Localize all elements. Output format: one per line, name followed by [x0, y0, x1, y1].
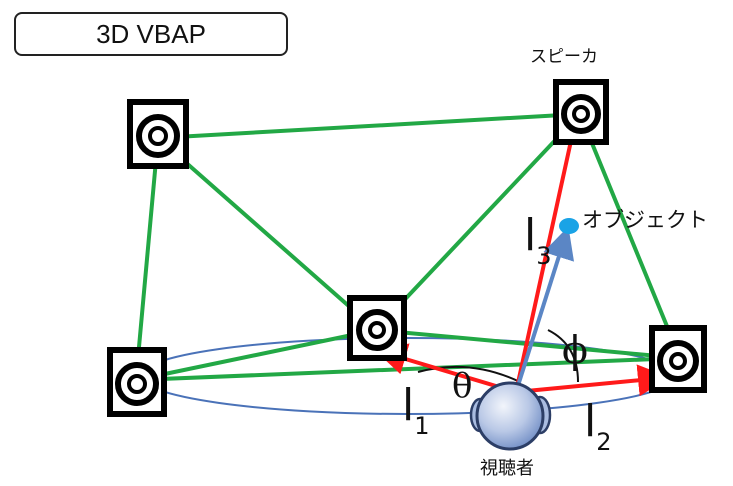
theta-arc [417, 365, 521, 383]
speaker-icon [649, 325, 707, 393]
phi-label: ϕ [562, 328, 588, 372]
mesh-edge [156, 136, 378, 332]
listener-label: 視聴者 [480, 458, 534, 479]
speaker-mesh [134, 112, 682, 382]
l3-letter: l [524, 210, 537, 261]
l2-vector [515, 364, 670, 397]
object-vector [514, 226, 575, 393]
l1-letter: l [402, 380, 415, 431]
mesh-edge [156, 112, 582, 140]
l1-label: l1 [402, 384, 430, 441]
l2-subscript: 2 [596, 428, 612, 456]
mesh-edge [134, 328, 378, 382]
theta-label: θ [452, 366, 473, 406]
object-dot-icon [559, 218, 579, 234]
l3-subscript: 3 [536, 242, 552, 270]
mesh-edge [374, 112, 582, 332]
l2-letter: l [584, 396, 597, 447]
speaker-icon [127, 99, 189, 169]
speaker-icon [347, 295, 407, 361]
l2-label: l2 [584, 400, 612, 457]
object-label: オブジェクト [582, 208, 708, 232]
l1-subscript: 1 [414, 412, 430, 440]
title-text: 3D VBAP [96, 18, 206, 49]
mesh-edge [578, 112, 682, 360]
speaker-label: スピーカ [530, 47, 598, 67]
listener-head-icon [469, 381, 552, 451]
l3-label: l3 [524, 214, 552, 271]
speaker-icon [553, 79, 609, 145]
speaker-icon [107, 347, 167, 417]
mesh-edge [134, 136, 160, 382]
phi-arc [547, 329, 579, 383]
title-box: 3D VBAP [14, 12, 288, 56]
